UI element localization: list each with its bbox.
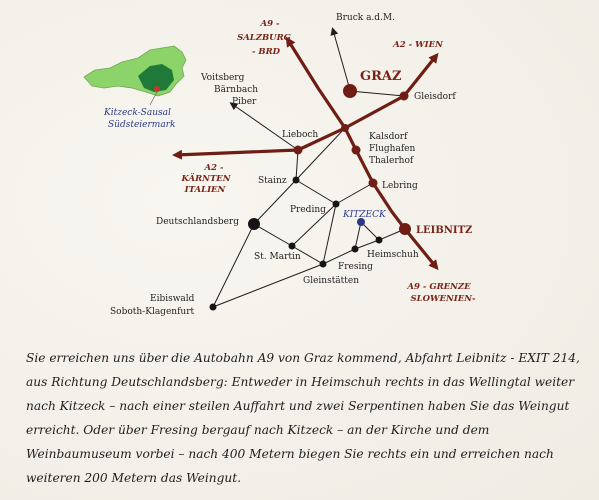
road-stainz-deutschlandsberg [253,179,297,225]
kitzeck-location-marker [154,86,160,92]
stainz-marker [292,176,300,184]
road-graz-gleisdorf [349,90,405,97]
label-deutschlandsberg: Deutschlandsberg [156,217,239,227]
road-stainz-preding [295,179,337,205]
label-fresing: Fresing [338,262,373,272]
label-a9-salzburg-2: SALZBURG [237,33,291,43]
austria-inset-map: Kitzeck-Sausal Südsteiermark [83,45,187,130]
road-gleinstaetten-fresing [322,248,356,265]
label-a2-wien: A2 - WIEN [392,40,444,50]
road-fresing-kitzeck [354,221,362,250]
eibiswald-marker [209,303,217,311]
label-soboth: Soboth-Klagenfurt [110,307,194,317]
inset-label-line2: Südsteiermark [108,120,175,130]
label-kalsdorf: Kalsdorf [369,132,408,142]
motorway-labels: A9 - SALZBURG - BRD A2 - WIEN A2 - KÄRNT… [180,19,476,304]
motorway-a2-east [296,52,439,152]
label-a2-kaernten-1: A2 - [204,163,224,173]
road-stmartin-gleinstaetten [291,245,324,265]
kalsdorf-marker [351,145,361,155]
label-a9-grenze-1: A9 - GRENZE [406,282,471,292]
label-st-martin: St. Martin [254,252,301,262]
deutschlandsberg-marker [248,218,260,230]
road-preding-lebring [335,182,374,205]
label-leibnitz: LEIBNITZ [416,225,472,236]
label-flughafen: Flughafen [369,144,416,154]
lebring-marker [368,178,378,188]
label-baernbach: Bärnbach [214,85,258,95]
directions-text: Sie erreichen uns über die Autobahn A9 v… [26,351,580,485]
label-preding: Preding [290,205,326,215]
label-heimschuh: Heimschuh [367,250,419,260]
road-graz-stainz [295,127,346,181]
motorway-a2-west [172,148,300,160]
label-graz: GRAZ [360,69,402,84]
label-piber: Piber [232,97,257,107]
town-markers [209,84,411,311]
label-bruck: Bruck a.d.M. [336,13,395,23]
label-a9-grenze-2: SLOWENIEN- [410,294,476,304]
label-a2-kaernten-3: ITALIEN [184,185,227,195]
label-stainz: Stainz [258,176,287,186]
gleisdorf-marker [399,91,409,101]
road-lieboch-voitsberg [229,102,299,151]
steiermark-region [138,64,174,92]
road-preding-gleinstaetten [322,203,337,265]
label-thalerhof: Thalerhof [369,156,414,166]
heimschuh-marker [375,236,383,244]
label-voitsberg: Voitsberg [200,73,245,83]
road-kitzeck-heimschuh [360,221,380,241]
kitzeck-marker [357,218,365,226]
junction-graz-south-marker [341,124,349,132]
road-deutschlandsberg-eibiswald [212,223,255,308]
label-gleisdorf: Gleisdorf [414,92,456,102]
road-lieboch-stainz [295,149,299,181]
road-eibiswald-gleinstaetten [212,263,324,308]
route-map: Kitzeck-Sausal Südsteiermark [83,13,476,317]
label-a9-salzburg-3: - BRD [252,47,281,57]
road-deutschlandsberg-stmartin [253,223,293,247]
fresing-marker [351,245,359,253]
secondary-roads [212,27,406,308]
label-a9-salzburg-1: A9 - [260,19,280,29]
lieboch-marker [293,145,303,155]
motorway-a9-north [285,36,347,130]
st-martin-marker [288,242,296,250]
leibnitz-marker [399,223,411,235]
preding-marker [332,200,340,208]
label-gleinstaetten: Gleinstätten [303,276,359,286]
inset-label-line1: Kitzeck-Sausal [103,108,171,118]
graz-marker [343,84,357,98]
road-preding-stmartin [291,203,337,247]
label-lebring: Lebring [382,181,418,191]
road-fresing-heimschuh [354,239,380,250]
label-a2-kaernten-2: KÄRNTEN [180,171,231,184]
label-eibiswald: Eibiswald [150,294,195,304]
place-labels: GRAZ LEIBNITZ Bruck a.d.M. Gleisdorf Voi… [110,13,472,317]
road-graz-bruck [330,27,351,91]
gleinstaetten-marker [319,260,327,268]
label-kitzeck: KITZECK [342,210,387,220]
label-lieboch: Lieboch [282,130,318,140]
